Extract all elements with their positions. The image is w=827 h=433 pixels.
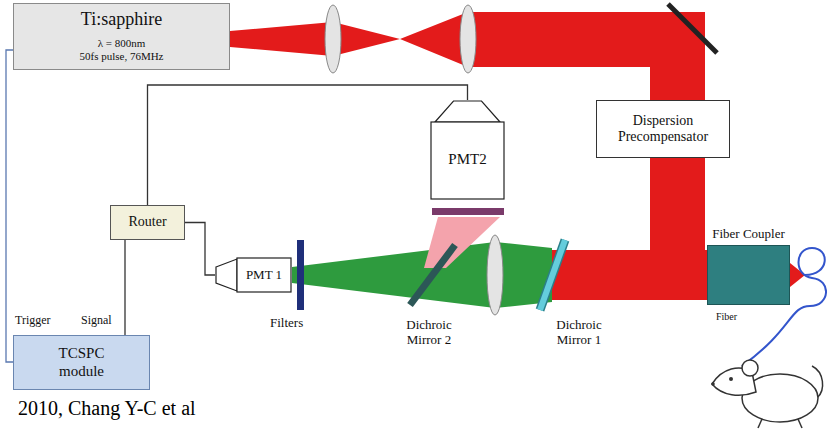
mouse-eye [729, 377, 733, 381]
process-box: Dispersion Precompensator [596, 100, 730, 158]
laser-spec: λ = 800nm [98, 37, 146, 50]
signal-wire [148, 85, 468, 205]
laser-spec: 50fs pulse, 76MHz [79, 50, 163, 63]
fiber-tip [790, 263, 805, 287]
pmt-detector: PMT 1 [215, 257, 292, 293]
citation-caption: 2010, Chang Y-C et al [18, 397, 196, 420]
pmt-outline [430, 100, 505, 200]
mouse-ear [742, 360, 758, 376]
pmt-body [237, 258, 291, 292]
lens [325, 5, 341, 73]
lens [487, 235, 503, 315]
pmt-detector: PMT2 [430, 100, 505, 200]
detector-name: PMT2 [448, 151, 486, 168]
component-name: Router [128, 214, 166, 230]
dichroic-mirror [540, 240, 565, 310]
signal-wire [6, 50, 13, 362]
pmt-body [431, 122, 504, 199]
pmt-tube [216, 259, 237, 291]
laser-name: Ti:sapphire [81, 9, 162, 30]
signal-wire [185, 223, 215, 276]
mouse-illustration [711, 360, 822, 428]
dichroic-mirror [540, 240, 565, 310]
pmt-filter [432, 208, 504, 215]
fiber-coupler-box: Fiber Coupler [707, 245, 790, 305]
signal-wire [124, 240, 125, 335]
part-label: Dichroic Mirror 1 [548, 318, 610, 348]
lens [460, 5, 476, 73]
part-label: Fiber [716, 311, 737, 323]
component-name: TCSPC module [47, 345, 117, 380]
emission-filter [297, 240, 304, 310]
wire-label: Trigger [14, 314, 52, 328]
wire-label: Signal [80, 314, 113, 328]
tcspc-box: TCSPC module [13, 335, 150, 390]
router-box: Router [110, 205, 185, 240]
component-name: Dispersion Precompensator [605, 113, 721, 145]
pmt-tube [435, 101, 500, 122]
emission-beam [292, 242, 552, 308]
component-name: Fiber Coupler [709, 227, 789, 242]
mouse-nose [711, 382, 715, 386]
detector-name: PMT 1 [246, 268, 282, 283]
part-label: Dichroic Mirror 2 [398, 318, 460, 348]
dichroic-mirror [410, 245, 455, 305]
mouse-leg [758, 419, 762, 428]
fold-mirror [668, 4, 717, 53]
part-label: Filters [270, 316, 303, 331]
laser-box: Ti:sapphire λ = 800nm50fs pulse, 76MHz [13, 3, 230, 70]
mouse-leg [798, 419, 802, 428]
